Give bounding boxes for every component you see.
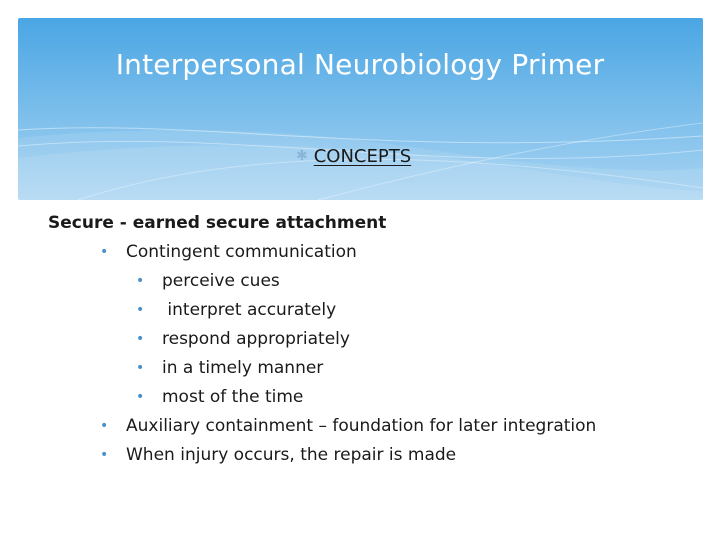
sub-list-item: • interpret accurately — [48, 296, 596, 325]
list-item-text: When injury occurs, the repair is made — [126, 445, 457, 465]
section-heading: Secure - earned secure attachment — [48, 213, 387, 233]
sub-list-item-text: interpret accurately — [162, 300, 337, 320]
bullet-content: Secure - earned secure attachment • Conti… — [48, 209, 596, 470]
list-item: • When injury occurs, the repair is made — [48, 441, 596, 470]
title-banner — [18, 18, 703, 200]
bullet-icon: • — [136, 302, 145, 318]
sub-list-item: • in a timely manner — [48, 354, 596, 383]
concepts-label: CONCEPTS — [313, 146, 412, 167]
list-item-text: Auxiliary containment – foundation for l… — [126, 416, 597, 436]
sub-list-item: • most of the time — [48, 383, 596, 412]
sub-list-item-text: perceive cues — [162, 271, 280, 291]
concepts-heading: ✱ CONCEPTS — [296, 146, 411, 167]
bullet-icon: • — [136, 331, 145, 347]
sub-list-item-text: in a timely manner — [162, 358, 324, 378]
banner-background — [18, 18, 703, 200]
bullet-icon: • — [136, 389, 145, 405]
sub-list-item-text: respond appropriately — [162, 329, 350, 349]
list-item-text: Contingent communication — [126, 242, 357, 262]
asterisk-icon: ✱ — [296, 148, 308, 164]
sub-list-item: • perceive cues — [48, 267, 596, 296]
sub-list-item-text: most of the time — [162, 387, 304, 407]
list-item: • Contingent communication — [48, 238, 596, 267]
list-item: • Auxiliary containment – foundation for … — [48, 412, 596, 441]
bullet-icon: • — [100, 244, 109, 260]
bullet-icon: • — [136, 273, 145, 289]
bullet-icon: • — [136, 360, 145, 376]
sub-list-item: • respond appropriately — [48, 325, 596, 354]
bullet-icon: • — [100, 447, 109, 463]
slide-title: Interpersonal Neurobiology Primer — [115, 48, 605, 81]
bullet-icon: • — [100, 418, 109, 434]
